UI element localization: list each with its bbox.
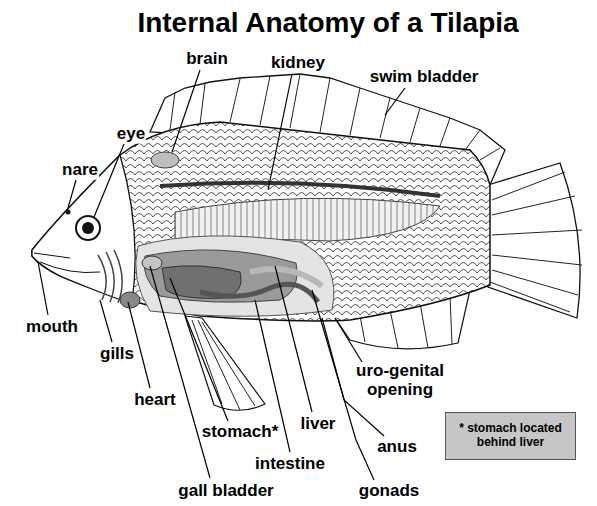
part-label: eye [116,125,146,144]
diagram-title: Internal Anatomy of a Tilapia [137,7,518,39]
part-label: liver [300,415,337,434]
part-label: gonads [358,482,420,501]
part-label: swim bladder [369,68,480,87]
fish-body [32,122,490,321]
gonads-shape [250,269,322,286]
note-text: * stomach located behind liver [446,422,575,450]
heart-shape [120,292,140,308]
intestine-shape [200,284,318,302]
part-label: uro-genital opening [347,362,453,399]
nare-shape [66,210,71,215]
part-label: stomach* [201,423,280,442]
part-label: brain [185,50,229,69]
part-label: kidney [270,54,326,73]
brain-shape [151,152,179,168]
part-label: heart [133,391,177,410]
leader-lines [38,70,405,480]
body-cavity [136,236,334,316]
fish-head [32,155,135,303]
note-box: * stomach located behind liver [445,412,576,460]
eye-shape [76,216,100,240]
part-label: mouth [25,318,79,337]
pelvic-fin [185,316,265,410]
part-label: intestine [254,455,326,474]
gall-bladder-shape [142,256,162,270]
caudal-fin [488,163,582,318]
part-label: gills [99,345,135,364]
part-label: gall bladder [177,482,274,501]
part-label: anus [376,438,418,457]
kidney-shape [160,183,440,196]
gill-arches [98,250,122,303]
part-label: nare [61,161,99,180]
